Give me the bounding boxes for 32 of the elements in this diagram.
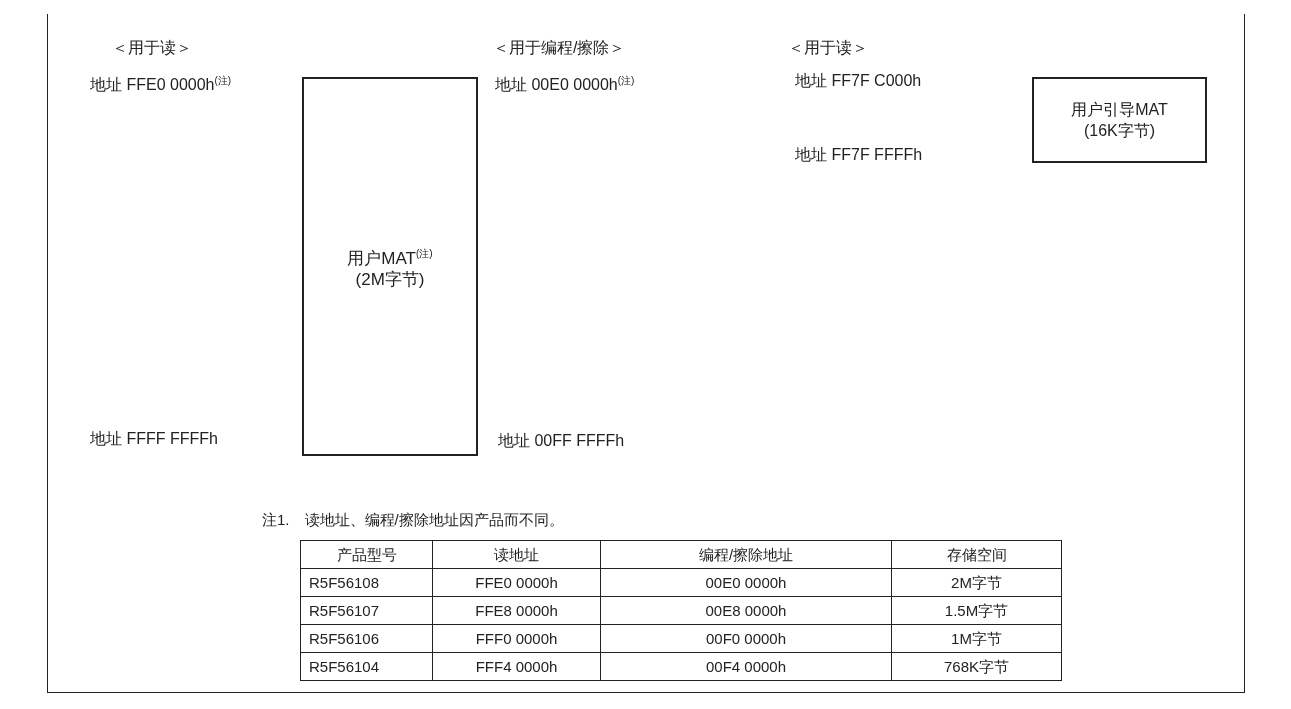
table-cell: 00F4 0000h (600, 652, 892, 681)
section-heading: ＜用于读＞ (112, 38, 192, 58)
header-cell: 编程/擦除地址 (600, 540, 892, 569)
header-cell: 存储空间 (891, 540, 1062, 569)
table-cell: 00E8 0000h (600, 596, 892, 625)
table-cell: R5F56107 (300, 596, 433, 625)
address-label: 地址 FF7F C000h (795, 71, 922, 91)
address-label: 地址 FFFF FFFFh (90, 429, 218, 449)
table-cell: FFF0 0000h (432, 624, 601, 653)
header-cell: 读地址 (432, 540, 601, 569)
table-cell: 1.5M字节 (891, 596, 1062, 625)
header-cell: 产品型号 (300, 540, 433, 569)
table-cell: R5F56108 (300, 568, 433, 597)
table-cell: 1M字节 (891, 624, 1062, 653)
table-cell: FFE0 0000h (432, 568, 601, 597)
memory-block: 用户MAT$^{(注)}$ (2M字节) (302, 77, 478, 456)
table-cell: R5F56106 (300, 624, 433, 653)
table-cell: FFE8 0000h (432, 596, 601, 625)
section-heading: ＜用于读＞ (788, 38, 868, 58)
address-label: 地址 FF7F FFFFh (795, 145, 923, 165)
note-text: 注1. 读地址、编程/擦除地址因产品而不同。 (262, 510, 564, 530)
table-cell: 00E0 0000h (600, 568, 892, 597)
address-label: 地址 00FF FFFFh (498, 431, 625, 451)
table-cell: 00F0 0000h (600, 624, 892, 653)
address-label: 地址 00E0 0000h$^{(注)}$ (495, 74, 635, 96)
memory-block: 用户引导MAT (16K字节) (1032, 77, 1207, 163)
section-heading: ＜用于编程/擦除＞ (493, 38, 626, 58)
table-cell: 768K字节 (891, 652, 1062, 681)
table-cell: FFF4 0000h (432, 652, 601, 681)
address-label: 地址 FFE0 0000h$^{(注)}$ (90, 74, 232, 96)
table-cell: R5F56104 (300, 652, 433, 681)
table-cell: 2M字节 (891, 568, 1062, 597)
